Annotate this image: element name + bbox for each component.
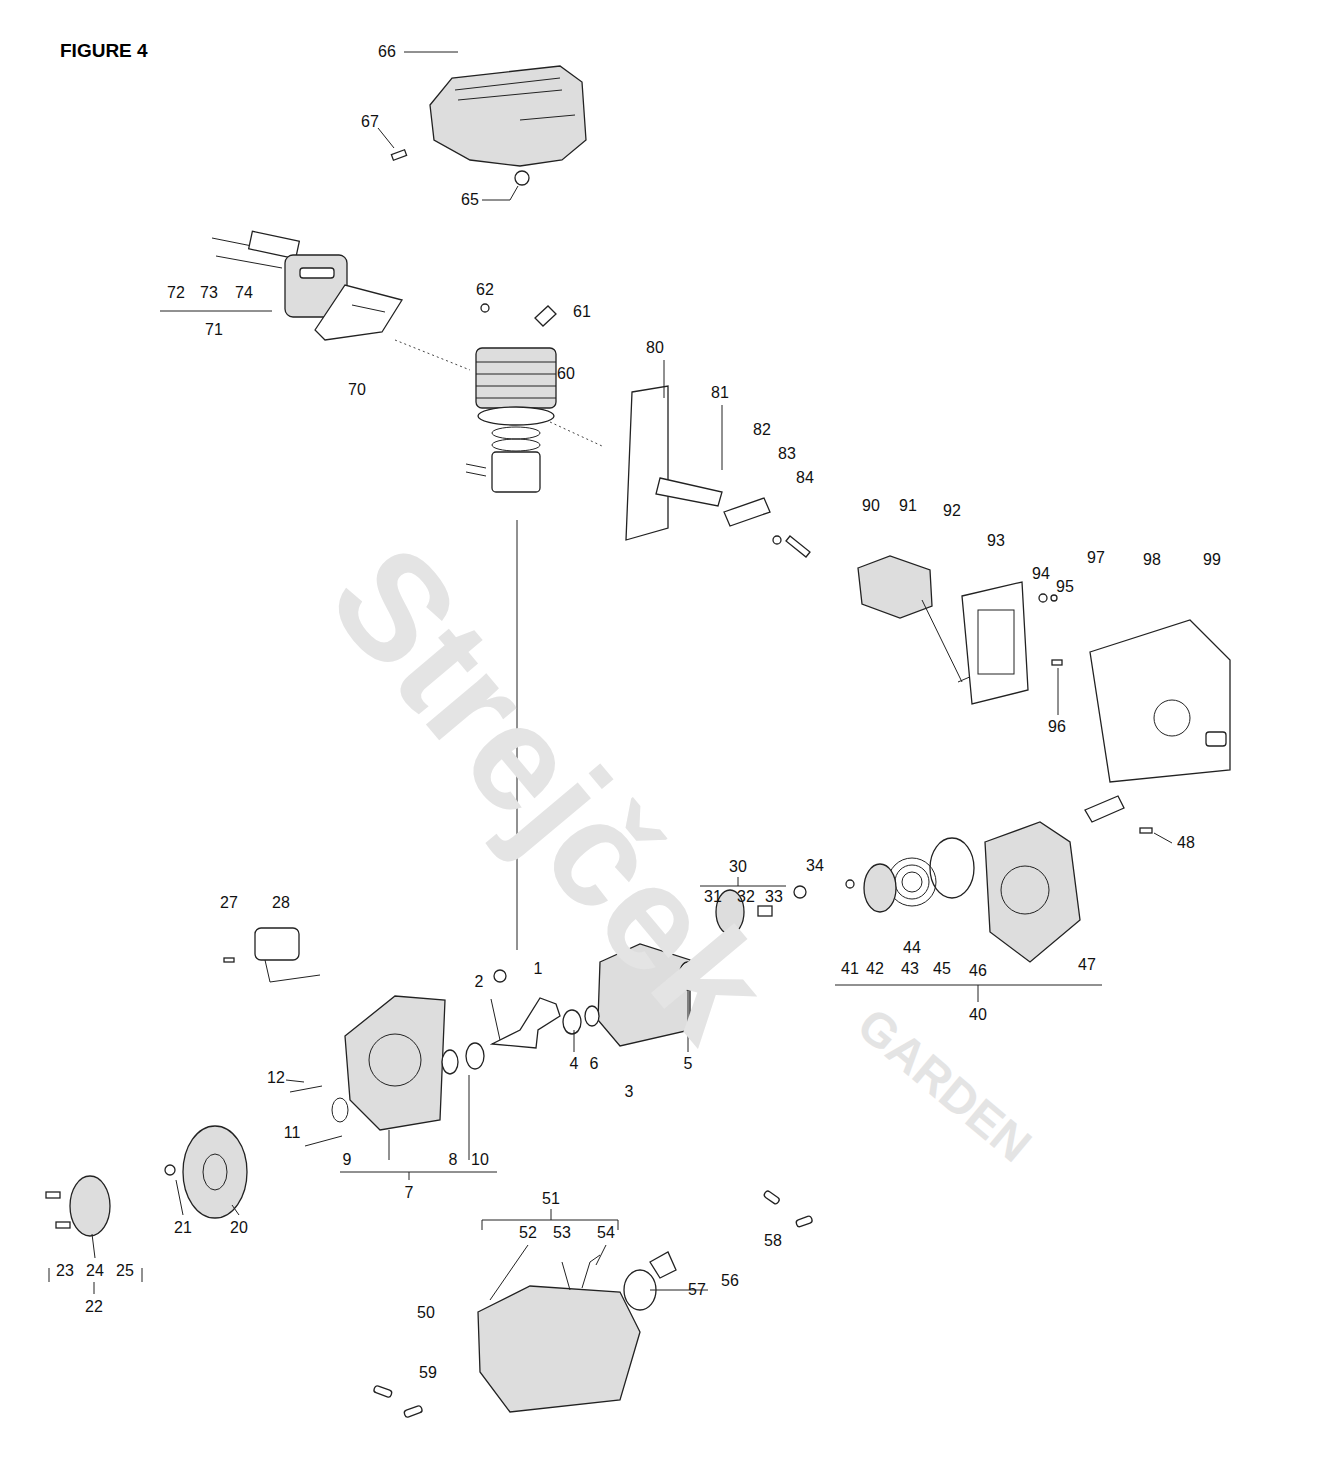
callout-number: 25: [116, 1263, 134, 1279]
callout-number: 22: [85, 1299, 103, 1315]
callout-number: 23: [56, 1263, 74, 1279]
callout-number: 98: [1143, 552, 1161, 568]
callout-number: 57: [688, 1282, 706, 1298]
callout-number: 33: [765, 889, 783, 905]
callout-number: 51: [542, 1191, 560, 1207]
callout-number: 90: [862, 498, 880, 514]
callout-number: 58: [764, 1233, 782, 1249]
callout-number: 97: [1087, 550, 1105, 566]
callout-number: 43: [901, 961, 919, 977]
figure-title: FIGURE 4: [60, 40, 148, 62]
callout-number: 47: [1078, 957, 1096, 973]
callout-number: 1: [534, 961, 543, 977]
callout-number: 40: [969, 1007, 987, 1023]
callout-number: 94: [1032, 566, 1050, 582]
callout-number: 41: [841, 961, 859, 977]
callout-number: 24: [86, 1263, 104, 1279]
callout-number: 84: [796, 470, 814, 486]
watermark: GARDEN: [849, 1000, 1039, 1170]
callout-number: 91: [899, 498, 917, 514]
callout-number: 54: [597, 1225, 615, 1241]
callout-number: 20: [230, 1220, 248, 1236]
top-cover: [430, 66, 586, 166]
callout-number: 4: [570, 1056, 579, 1072]
callout-number: 44: [903, 940, 921, 956]
callout-number: 56: [721, 1273, 739, 1289]
callout-number: 62: [476, 282, 494, 298]
callout-number: 9: [343, 1152, 352, 1168]
callout-number: 34: [806, 858, 824, 874]
callout-number: 65: [461, 192, 479, 208]
callout-number: 48: [1177, 835, 1195, 851]
callout-number: 72: [167, 285, 185, 301]
callout-number: 82: [753, 422, 771, 438]
callout-number: 7: [405, 1185, 414, 1201]
callout-number: 46: [969, 963, 987, 979]
callout-number: 27: [220, 895, 238, 911]
callout-number: 45: [933, 961, 951, 977]
callout-number: 10: [471, 1152, 489, 1168]
callout-number: 70: [348, 382, 366, 398]
callout-number: 11: [284, 1125, 301, 1141]
callout-number: 59: [419, 1365, 437, 1381]
callout-number: 81: [711, 385, 729, 401]
callout-number: 67: [361, 114, 379, 130]
callout-number: 50: [417, 1305, 435, 1321]
callout-number: 6: [590, 1056, 599, 1072]
callout-number: 8: [449, 1152, 458, 1168]
callout-number: 93: [987, 533, 1005, 549]
callout-number: 96: [1048, 719, 1066, 735]
callout-number: 30: [729, 859, 747, 875]
callout-number: 21: [174, 1220, 192, 1236]
callout-number: 61: [573, 304, 591, 320]
callout-number: 2: [475, 974, 484, 990]
callout-number: 66: [378, 44, 396, 60]
callout-number: 95: [1056, 579, 1074, 595]
callout-number: 71: [205, 322, 223, 338]
callout-number: 42: [866, 961, 884, 977]
callout-number: 73: [200, 285, 218, 301]
callout-number: 53: [553, 1225, 571, 1241]
callout-number: 28: [272, 895, 290, 911]
watermark: Strejček: [305, 520, 795, 1064]
callout-number: 52: [519, 1225, 537, 1241]
callout-number: 74: [235, 285, 253, 301]
callout-number: 12: [267, 1070, 285, 1086]
callout-number: 83: [778, 446, 796, 462]
callout-number: 92: [943, 503, 961, 519]
callout-number: 3: [625, 1084, 634, 1100]
callout-number: 80: [646, 340, 664, 356]
callout-number: 99: [1203, 552, 1221, 568]
callout-number: 60: [557, 366, 575, 382]
